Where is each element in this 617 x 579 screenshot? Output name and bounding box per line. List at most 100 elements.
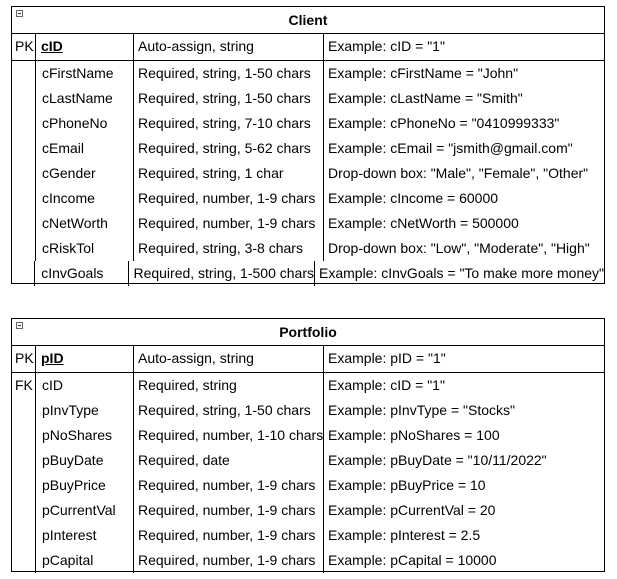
key-label xyxy=(12,61,36,86)
portfolio-entity-table: Portfolio PK pID Auto-assign, string Exa… xyxy=(11,318,605,573)
primary-key-row: PK pID Auto-assign, string Example: pID … xyxy=(12,346,604,373)
attribute-name: pCurrentVal xyxy=(36,498,134,523)
attribute-row: cRiskTol Required, string, 3-8 chars Dro… xyxy=(12,236,604,261)
key-label xyxy=(12,161,36,186)
entity-title: Client xyxy=(288,12,328,28)
attribute-name: cGender xyxy=(36,161,134,186)
attribute-name: pInterest xyxy=(36,523,134,548)
attribute-name: pCapital xyxy=(36,548,134,573)
attribute-constraint: Required, string, 5-62 chars xyxy=(134,136,324,161)
key-label xyxy=(12,236,36,261)
key-label xyxy=(12,261,36,286)
attribute-row: cInvGoals Required, string, 1-500 chars … xyxy=(12,261,604,286)
attribute-example: Example: pBuyPrice = 10 xyxy=(328,477,486,493)
attribute-example: Example: pBuyDate = "10/11/2022" xyxy=(328,452,547,468)
attribute-example: Example: cPhoneNo = "0410999333" xyxy=(328,115,560,131)
attribute-rows: cFirstName Required, string, 1-50 chars … xyxy=(12,61,604,286)
attribute-row: pNoShares Required, number, 1-10 chars E… xyxy=(12,423,604,448)
attribute-row: pBuyPrice Required, number, 1-9 chars Ex… xyxy=(12,473,604,498)
attribute-constraint: Required, string, 7-10 chars xyxy=(134,111,324,136)
attribute-constraint: Required, number, 1-9 chars xyxy=(134,186,324,211)
attribute-example: Example: pCurrentVal = 20 xyxy=(328,502,496,518)
attribute-row: cEmail Required, string, 5-62 chars Exam… xyxy=(12,136,604,161)
attribute-name: cLastName xyxy=(36,86,134,111)
collapse-icon[interactable] xyxy=(16,322,23,329)
attribute-constraint: Required, number, 1-9 chars xyxy=(134,548,324,573)
key-label: PK xyxy=(12,346,36,372)
attribute-row: pInvType Required, string, 1-50 chars Ex… xyxy=(12,398,604,423)
attribute-name: cID xyxy=(36,373,134,398)
attribute-row: cPhoneNo Required, string, 7-10 chars Ex… xyxy=(12,111,604,136)
attribute-example: Example: cEmail = "jsmith@gmail.com" xyxy=(328,140,573,156)
attribute-example: Example: cID = "1" xyxy=(328,38,445,54)
attribute-constraint: Required, string, 1-500 chars xyxy=(129,261,315,286)
attribute-constraint: Required, number, 1-9 chars xyxy=(134,473,324,498)
attribute-constraint: Required, string, 1-50 chars xyxy=(134,61,324,86)
attribute-row: pBuyDate Required, date Example: pBuyDat… xyxy=(12,448,604,473)
attribute-example: Example: pInvType = "Stocks" xyxy=(328,402,515,418)
attribute-constraint: Required, string, 1-50 chars xyxy=(134,398,324,423)
attribute-constraint: Required, date xyxy=(134,448,324,473)
attribute-name: cFirstName xyxy=(36,61,134,86)
attribute-constraint: Required, number, 1-9 chars xyxy=(134,523,324,548)
key-label xyxy=(12,423,36,448)
attribute-example: Example: cID = "1" xyxy=(328,377,445,393)
attribute-example: Example: cNetWorth = 500000 xyxy=(328,215,519,231)
client-entity-table: Client PK cID Auto-assign, string Exampl… xyxy=(11,6,605,286)
attribute-name: cPhoneNo xyxy=(36,111,134,136)
attribute-rows: FK cID Required, string Example: cID = "… xyxy=(12,373,604,573)
attribute-example: Example: pID = "1" xyxy=(328,350,446,366)
attribute-constraint: Required, number, 1-9 chars xyxy=(134,498,324,523)
key-label xyxy=(12,86,36,111)
key-label xyxy=(12,473,36,498)
attribute-constraint: Required, string, 3-8 chars xyxy=(134,236,324,261)
key-label xyxy=(12,211,36,236)
attribute-name: pInvType xyxy=(36,398,134,423)
attribute-constraint: Auto-assign, string xyxy=(134,346,324,372)
key-label: PK xyxy=(12,34,36,60)
attribute-name: cEmail xyxy=(36,136,134,161)
key-label: FK xyxy=(12,373,36,398)
attribute-name: cRiskTol xyxy=(36,236,134,261)
attribute-row: pCurrentVal Required, number, 1-9 chars … xyxy=(12,498,604,523)
attribute-example: Example: cInvGoals = "To make more money… xyxy=(319,265,604,281)
attribute-example: Drop-down box: "Male", "Female", "Other" xyxy=(328,165,589,181)
attribute-constraint: Auto-assign, string xyxy=(134,34,324,60)
attribute-row: cIncome Required, number, 1-9 chars Exam… xyxy=(12,186,604,211)
attribute-row: cLastName Required, string, 1-50 chars E… xyxy=(12,86,604,111)
attribute-constraint: Required, string, 1-50 chars xyxy=(134,86,324,111)
attribute-constraint: Required, string xyxy=(134,373,324,398)
attribute-constraint: Required, string, 1 char xyxy=(134,161,324,186)
attribute-row: cGender Required, string, 1 char Drop-do… xyxy=(12,161,604,186)
attribute-example: Drop-down box: "Low", "Moderate", "High" xyxy=(328,240,590,256)
attribute-name: cNetWorth xyxy=(36,211,134,236)
attribute-example: Example: cLastName = "Smith" xyxy=(328,90,523,106)
attribute-example: Example: cFirstName = "John" xyxy=(328,65,519,81)
key-label xyxy=(12,448,36,473)
key-label xyxy=(12,111,36,136)
entity-header: Client xyxy=(12,7,604,34)
attribute-name: pNoShares xyxy=(36,423,134,448)
key-label xyxy=(12,523,36,548)
attribute-name: pBuyDate xyxy=(36,448,134,473)
attribute-name: cIncome xyxy=(36,186,134,211)
key-label xyxy=(12,548,36,573)
attribute-row: FK cID Required, string Example: cID = "… xyxy=(12,373,604,398)
key-label xyxy=(12,498,36,523)
key-label xyxy=(12,186,36,211)
key-label xyxy=(12,398,36,423)
attribute-row: cFirstName Required, string, 1-50 chars … xyxy=(12,61,604,86)
attribute-example: Example: pInterest = 2.5 xyxy=(328,527,481,543)
entity-title: Portfolio xyxy=(279,324,337,340)
collapse-icon[interactable] xyxy=(16,10,23,17)
attribute-row: cNetWorth Required, number, 1-9 chars Ex… xyxy=(12,211,604,236)
primary-key-row: PK cID Auto-assign, string Example: cID … xyxy=(12,34,604,61)
attribute-constraint: Required, number, 1-10 chars xyxy=(134,423,324,448)
attribute-name: cInvGoals xyxy=(35,261,130,286)
key-label xyxy=(12,136,36,161)
attribute-constraint: Required, number, 1-9 chars xyxy=(134,211,324,236)
primary-key-name: pID xyxy=(36,346,134,372)
attribute-example: Example: pNoShares = 100 xyxy=(328,427,500,443)
attribute-name: pBuyPrice xyxy=(36,473,134,498)
attribute-example: Example: cIncome = 60000 xyxy=(328,190,499,206)
